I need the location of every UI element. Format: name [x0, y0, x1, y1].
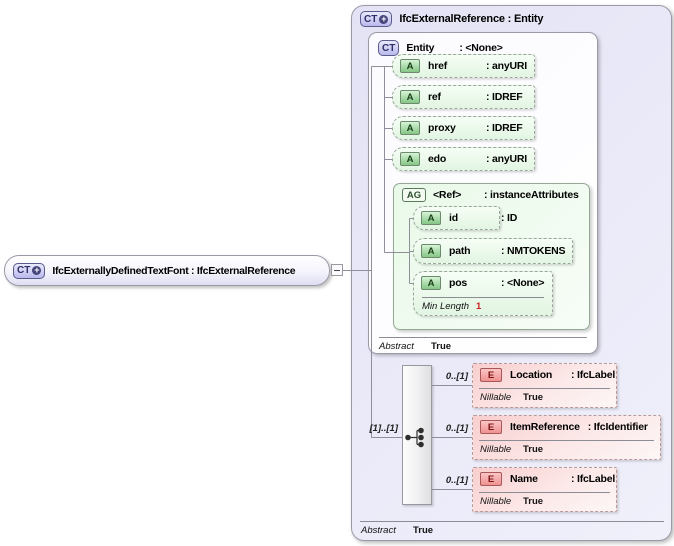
nillable-value: True	[523, 392, 544, 403]
attribute-badge: A	[421, 276, 441, 290]
attribute-name: path	[449, 245, 471, 257]
attribute-id[interactable]: A id : ID	[413, 206, 517, 230]
attribute-name: id	[449, 212, 458, 224]
attribute-badge: A	[400, 121, 420, 135]
attribute-name: href	[428, 60, 448, 72]
element-location[interactable]: E Location : IfcLabel Nillable True	[472, 363, 617, 408]
attribute-edo[interactable]: A edo : anyURI	[392, 147, 535, 171]
attribute-badge: A	[421, 244, 441, 258]
nillable-row: Nillable True	[480, 392, 543, 403]
cardinality-itemreference: 0..[1]	[445, 423, 468, 434]
separator	[479, 388, 610, 389]
attribute-type: : NMTOKENS	[501, 245, 566, 257]
panel-abstract-row: Abstract True	[361, 525, 433, 536]
attribute-badge: A	[400, 90, 420, 104]
element-name: Location	[510, 369, 553, 381]
attribute-proxy[interactable]: A proxy : IDREF	[392, 116, 535, 140]
element-name: ItemReference	[510, 421, 580, 433]
entity-abstract-row: Abstract True	[379, 341, 451, 352]
badge-ct-text: CT	[364, 13, 378, 25]
root-type-box[interactable]: CT + IfcExternallyDefinedTextFont : IfcE…	[4, 255, 330, 286]
attribute-name: proxy	[428, 122, 456, 134]
sequence-icon	[405, 427, 424, 448]
cardinality-sequence: [1]..[1]	[369, 423, 399, 434]
nillable-value: True	[523, 444, 544, 455]
element-badge: E	[480, 472, 502, 486]
facet-row: Min Length 1	[422, 301, 481, 312]
attribute-path[interactable]: A path : NMTOKENS	[413, 238, 573, 264]
badge-ct-text: CT	[382, 42, 396, 54]
nillable-label: Nillable	[480, 496, 512, 507]
attribute-type: : <None>	[501, 277, 545, 289]
separator	[360, 521, 664, 522]
attributegroup-type: : instanceAttributes	[484, 189, 579, 201]
complextype-badge: CT +	[13, 262, 46, 279]
attribute-badge: A	[421, 211, 441, 225]
nillable-label: Nillable	[480, 444, 512, 455]
attribute-badge: A	[400, 59, 420, 73]
attribute-pos[interactable]: A pos : <None> Min Length 1	[413, 271, 553, 316]
plus-icon: +	[379, 13, 389, 24]
complextype-badge: CT +	[360, 11, 393, 27]
abstract-label: Abstract	[379, 341, 414, 352]
attributegroup-badge: AG	[402, 188, 426, 202]
attribute-badge: A	[400, 152, 420, 166]
attribute-name: edo	[428, 153, 447, 165]
collapse-handle[interactable]	[331, 264, 343, 276]
entity-type: : <None>	[459, 42, 503, 54]
attribute-type: : IDREF	[486, 91, 523, 103]
attribute-name: pos	[449, 277, 468, 289]
nillable-label: Nillable	[480, 392, 512, 403]
abstract-label: Abstract	[361, 525, 396, 536]
attribute-type: : IDREF	[486, 122, 523, 134]
element-badge: E	[480, 368, 502, 382]
complextype-badge: CT	[378, 40, 400, 56]
separator	[479, 492, 610, 493]
element-badge: E	[480, 420, 502, 434]
element-type: : IfcLabel	[571, 369, 616, 381]
attribute-href[interactable]: A href : anyURI	[392, 54, 535, 78]
nillable-row: Nillable True	[480, 496, 543, 507]
separator	[379, 337, 587, 338]
separator	[479, 440, 654, 441]
attribute-ref[interactable]: A ref : IDREF	[392, 85, 535, 109]
facet-value: 1	[476, 301, 482, 312]
nillable-value: True	[523, 496, 544, 507]
element-itemreference[interactable]: E ItemReference : IfcIdentifier Nillable…	[472, 415, 661, 460]
separator	[422, 297, 544, 298]
element-name: Name	[510, 473, 538, 485]
entity-name: Entity	[406, 42, 435, 54]
cardinality-location: 0..[1]	[445, 371, 468, 382]
attribute-type: : anyURI	[486, 153, 527, 165]
root-type-label: IfcExternallyDefinedTextFont : IfcExtern…	[52, 264, 296, 277]
plus-icon: +	[32, 265, 42, 275]
element-type: : IfcIdentifier	[587, 421, 648, 433]
cardinality-name: 0..[1]	[445, 475, 468, 486]
minus-icon	[334, 269, 340, 271]
badge-ct-text: CT	[17, 265, 31, 276]
nillable-row: Nillable True	[480, 444, 543, 455]
abstract-value: True	[431, 341, 452, 352]
element-name-box[interactable]: E Name : IfcLabel Nillable True	[472, 467, 617, 512]
attribute-type: : ID	[501, 212, 518, 224]
abstract-value: True	[413, 525, 434, 536]
element-type: : IfcLabel	[571, 473, 616, 485]
facet-label: Min Length	[422, 301, 470, 312]
attribute-type: : anyURI	[486, 60, 527, 72]
panel-title: IfcExternalReference : Entity	[399, 13, 544, 25]
attributegroup-name: <Ref>	[433, 189, 462, 201]
attribute-name: ref	[428, 91, 441, 103]
